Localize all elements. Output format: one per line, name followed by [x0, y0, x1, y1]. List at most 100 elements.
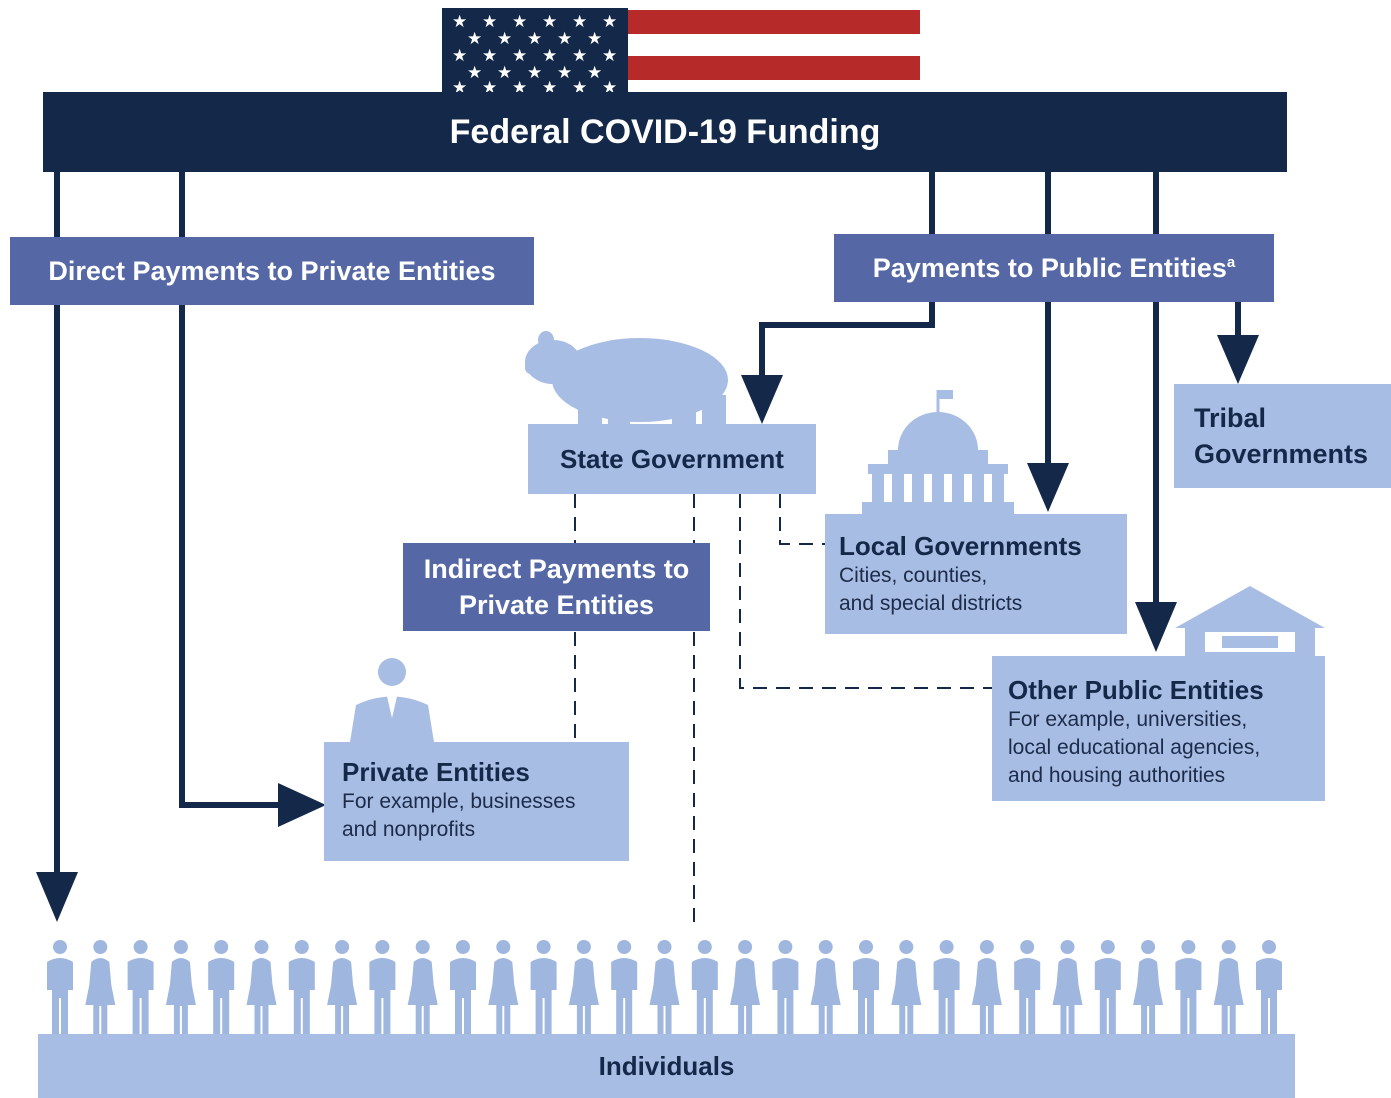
state-government-label: State Government — [560, 443, 784, 474]
dash-state-to-other — [739, 494, 992, 689]
individuals-label: Individuals — [598, 1050, 735, 1081]
federal-funding-title: Federal COVID-19 Funding — [449, 112, 881, 151]
svg-text:★: ★ — [512, 46, 527, 66]
person-figure — [933, 940, 960, 1034]
person-figure — [327, 940, 358, 1034]
person-figure — [810, 940, 841, 1034]
person-figure — [730, 940, 761, 1034]
person-figure — [891, 940, 922, 1034]
private-entities-sub2: and nonprofits — [342, 818, 476, 841]
other-public-entities-sub3: and housing authorities — [1008, 764, 1226, 787]
person-figure — [208, 940, 235, 1034]
tribal-title-line1: Tribal — [1194, 403, 1267, 433]
us-flag-icon: ★★★★★★ ★★★★★ ★★★★★★ ★★★★★ ★★★★★★ — [442, 8, 920, 98]
svg-text:★: ★ — [587, 63, 602, 83]
bear-icon — [525, 331, 728, 428]
arrowhead-individuals — [36, 872, 78, 922]
person-figure — [47, 940, 73, 1034]
svg-text:★: ★ — [542, 46, 557, 66]
tribal-title-line2: Governments — [1194, 439, 1369, 469]
person-figure — [1014, 940, 1041, 1034]
person-figure — [127, 940, 154, 1034]
person-figure — [369, 940, 396, 1034]
svg-text:★: ★ — [572, 46, 587, 66]
svg-text:★: ★ — [512, 12, 527, 32]
svg-text:★: ★ — [527, 63, 542, 83]
person-figure — [691, 940, 718, 1034]
federal-funding-box: Federal COVID-19 Funding — [43, 92, 1287, 172]
person-figure — [853, 940, 879, 1034]
svg-text:★: ★ — [497, 63, 512, 83]
person-figure — [1213, 940, 1244, 1034]
indirect-line2: Private Entities — [458, 590, 655, 620]
svg-text:★: ★ — [467, 63, 482, 83]
other-public-entities-sub1: For example, universities, — [1008, 708, 1248, 731]
svg-text:★: ★ — [602, 12, 617, 32]
capitol-building-icon — [862, 390, 1014, 514]
local-governments-sub2: and special districts — [839, 592, 1023, 615]
person-figure — [772, 940, 799, 1034]
public-payments-box: Payments to Public Entitiesa — [834, 234, 1274, 302]
arrowhead-private — [278, 783, 326, 827]
svg-text:★: ★ — [527, 29, 542, 49]
svg-text:★: ★ — [602, 46, 617, 66]
svg-text:★: ★ — [542, 12, 557, 32]
person-figure — [1133, 940, 1164, 1034]
person-figure — [649, 940, 680, 1034]
individuals-bar: Individuals — [38, 1034, 1295, 1098]
tribal-governments-box: Tribal Governments — [1174, 384, 1391, 488]
direct-payments-box: Direct Payments to Private Entities — [10, 237, 534, 305]
public-payments-footnote: a — [1226, 253, 1236, 271]
person-figure — [611, 940, 638, 1034]
private-entities-title: Private Entities — [342, 757, 530, 787]
svg-text:★: ★ — [557, 63, 572, 83]
businessperson-icon — [350, 658, 434, 742]
arrowhead-other — [1135, 602, 1177, 652]
state-government-box: State Government — [528, 424, 816, 494]
other-public-entities-sub2: local educational agencies, — [1008, 736, 1261, 759]
public-building-icon — [1175, 586, 1325, 656]
svg-text:★: ★ — [572, 12, 587, 32]
private-entities-box: Private Entities For example, businesses… — [324, 742, 629, 861]
other-public-entities-title: Other Public Entities — [1008, 675, 1264, 705]
person-figure — [971, 940, 1002, 1034]
private-entities-sub1: For example, businesses — [342, 790, 576, 813]
svg-text:★: ★ — [497, 29, 512, 49]
direct-payments-label: Direct Payments to Private Entities — [48, 255, 496, 286]
svg-text:★: ★ — [467, 29, 482, 49]
arrow-direct-to-private — [179, 172, 290, 808]
other-public-entities-box: Other Public Entities For example, unive… — [992, 656, 1325, 801]
svg-text:★: ★ — [482, 46, 497, 66]
person-figure — [488, 940, 519, 1034]
person-figure — [450, 940, 476, 1034]
svg-text:★: ★ — [557, 29, 572, 49]
person-figure — [288, 940, 315, 1034]
people-row-icon — [47, 940, 1282, 1034]
local-governments-box: Local Governments Cities, counties, and … — [825, 514, 1127, 634]
person-figure — [1052, 940, 1083, 1034]
svg-text:★: ★ — [452, 46, 467, 66]
public-payments-label: Payments to Public Entities — [872, 252, 1227, 283]
svg-text:★: ★ — [452, 12, 467, 32]
local-governments-title: Local Governments — [839, 531, 1082, 561]
person-figure — [246, 940, 277, 1034]
person-figure — [1256, 940, 1282, 1034]
svg-text:★: ★ — [482, 12, 497, 32]
arrowhead-tribal — [1217, 335, 1259, 384]
person-figure — [1175, 940, 1202, 1034]
person-figure — [568, 940, 599, 1034]
dash-state-to-local — [779, 494, 826, 545]
arrowhead-local — [1027, 463, 1069, 512]
svg-text:★: ★ — [587, 29, 602, 49]
arrowheads — [36, 335, 1259, 922]
local-governments-sub1: Cities, counties, — [839, 564, 988, 587]
person-figure — [530, 940, 557, 1034]
indirect-line1: Indirect Payments to — [423, 554, 690, 584]
person-figure — [165, 940, 196, 1034]
person-figure — [1094, 940, 1121, 1034]
person-figure — [407, 940, 438, 1034]
indirect-payments-box: Indirect Payments to Private Entities — [403, 543, 710, 631]
arrow-public-to-state — [759, 300, 935, 385]
